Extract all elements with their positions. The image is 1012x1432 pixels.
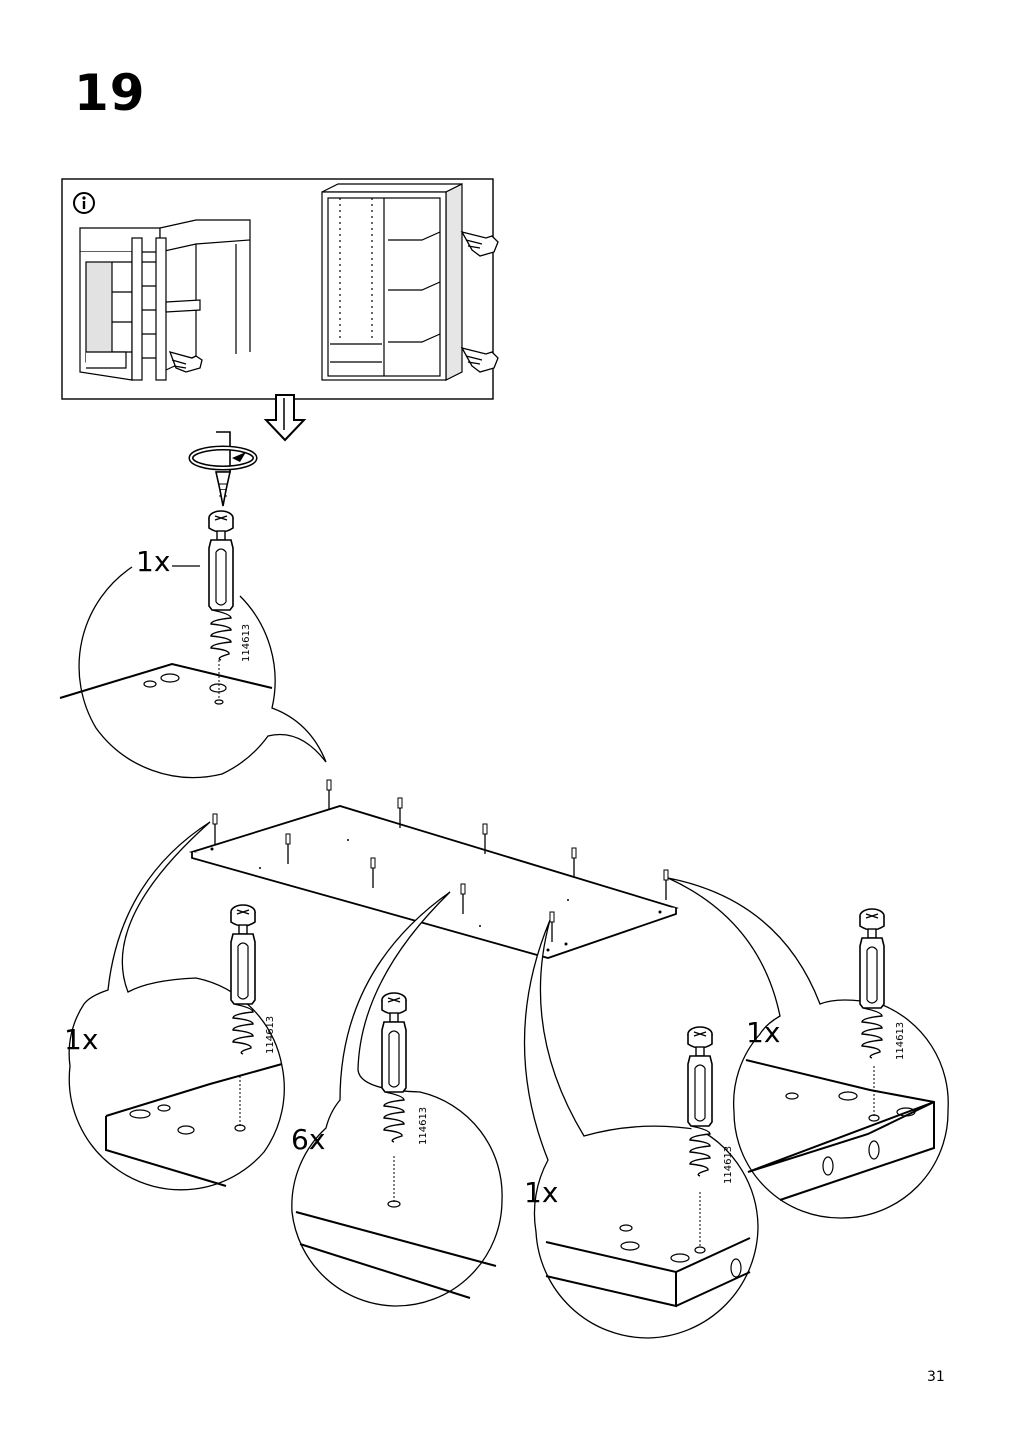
quantity-label: 6x <box>291 1123 325 1156</box>
hand-pointer-icon <box>168 351 203 373</box>
step-number: 19 <box>74 64 146 122</box>
page-number: 31 <box>927 1369 945 1385</box>
wardrobe-illustration <box>321 183 463 381</box>
loft-bed-illustration <box>79 219 251 381</box>
part-number: 114613 <box>895 1022 906 1060</box>
part-number: 114613 <box>723 1146 734 1184</box>
quantity-label: 1x <box>64 1023 98 1056</box>
callout-middle: 6x 114613 <box>291 891 503 1307</box>
part-number: 114613 <box>241 624 252 662</box>
quantity-label: 1x <box>136 545 170 578</box>
hand-pointer-icon <box>460 231 499 373</box>
callout-bottom-right: 1x 114613 <box>523 919 759 1339</box>
part-number: 114613 <box>265 1016 276 1054</box>
rotate-clockwise-icon <box>188 445 258 471</box>
down-arrow-icon <box>263 394 307 442</box>
part-number: 114613 <box>418 1107 429 1145</box>
callout-top: 1x 114613 <box>59 510 327 779</box>
quantity-label: 1x <box>524 1176 558 1209</box>
callout-left: 1x 114613 <box>64 821 285 1191</box>
quantity-label: 1x <box>746 1016 780 1049</box>
panel <box>188 805 679 959</box>
screwdriver-icon <box>215 431 231 507</box>
info-panel <box>61 178 499 400</box>
info-icon <box>73 192 95 214</box>
callout-right: 1x 114613 <box>667 877 949 1219</box>
